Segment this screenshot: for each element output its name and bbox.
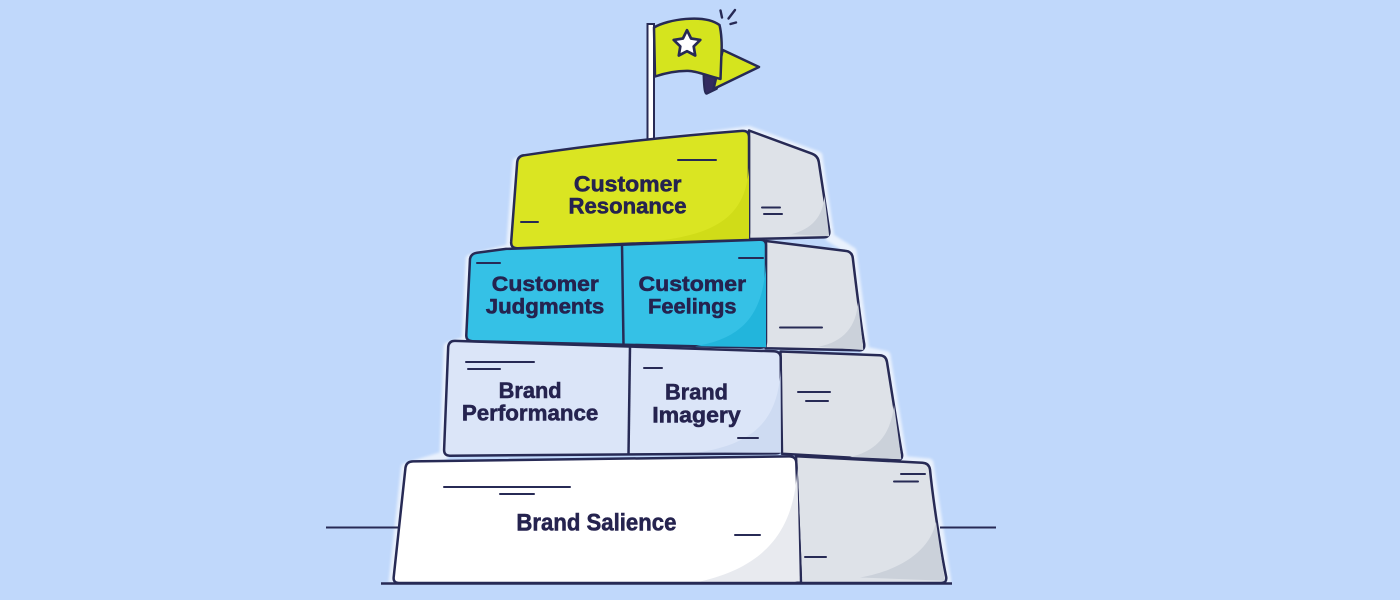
svg-text:Customer: Customer bbox=[574, 171, 682, 196]
svg-text:Resonance: Resonance bbox=[569, 193, 687, 218]
svg-text:Performance: Performance bbox=[462, 401, 599, 426]
svg-text:Brand Salience: Brand Salience bbox=[516, 510, 676, 537]
svg-text:Customer: Customer bbox=[492, 272, 600, 296]
svg-text:Feelings: Feelings bbox=[648, 295, 737, 319]
svg-text:Judgments: Judgments bbox=[486, 295, 605, 319]
svg-text:Customer: Customer bbox=[639, 272, 747, 296]
svg-text:Imagery: Imagery bbox=[652, 403, 741, 428]
svg-text:Brand: Brand bbox=[665, 380, 728, 405]
svg-text:Brand: Brand bbox=[499, 378, 562, 403]
